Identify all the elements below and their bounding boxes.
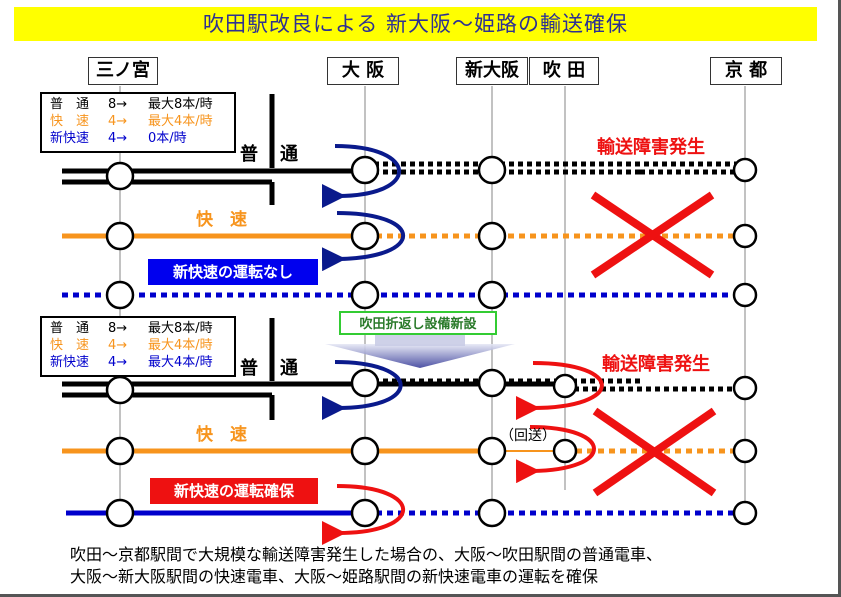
after-local-turnback-arrow-suita [515,361,604,421]
footer-description: 吹田～京都駅間で大規模な輸送障害発生した場合の、大阪～吹田駅間の普通電車、 大阪… [70,544,662,588]
before-legend-local: 普 通 8→ 最大8本/時 [50,96,234,113]
after-legend: 普 通 8→ 最大8本/時 快 速 4→ 最大4本/時 新快速 4→ 最大4本/時 [40,316,236,377]
station-kyoto: 京 都 [710,57,782,85]
after-section [62,318,758,546]
after-special-rapid-badge: 新快速の運転確保 [150,478,318,504]
before-local-label-1: 普 [240,144,258,165]
legend-name: 普 通 [50,97,90,112]
before-legend: 普 通 8→ 最大8本/時 快 速 4→ 最大4本/時 新快速 4→ 0本/時 [40,92,236,153]
before-rapid-label: 快 速 [196,210,247,230]
after-local-label-2: 通 [280,358,298,379]
after-rapid-label: 快 速 [196,425,247,445]
legend-to: 最大8本/時 [148,321,213,336]
legend-from: 4→ [108,114,128,129]
legend-name: 快 速 [50,114,90,129]
before-disruption-x-icon [590,191,715,279]
footer-line-2: 大阪～新大阪駅間の快速電車、大阪～姫路駅間の新快速電車の運転を確保 [70,567,599,586]
legend-to: 最大4本/時 [148,355,213,370]
station-shin-osaka: 新大阪 [456,57,528,85]
legend-name: 新快速 [50,131,90,146]
legend-from: 8→ [108,321,128,336]
improvement-arrow-icon [325,344,515,368]
after-disruption-x-icon [592,407,717,497]
station-sannomiya: 三ノ宮 [88,57,158,85]
after-station-circles [105,368,758,528]
legend-name: 新快速 [50,355,90,370]
legend-from: 4→ [108,131,128,146]
before-legend-rapid: 快 速 4→ 最大4本/時 [50,113,234,130]
legend-to: 最大8本/時 [148,97,213,112]
after-legend-special-rapid: 新快速 4→ 最大4本/時 [50,354,234,371]
after-local-turnback-arrow-osaka [321,360,403,421]
after-deadhead-label: （回送） [500,428,556,444]
slide-title: 吹田駅改良による 新大阪～姫路の輸送確保 [14,7,817,41]
legend-name: 普 通 [50,321,90,336]
before-station-circles [105,155,758,310]
before-local-label-2: 通 [280,144,298,165]
legend-to: 最大4本/時 [148,338,213,353]
after-special-rapid-turnback-arrow-osaka [321,484,405,546]
before-disruption-label: 輸送障害発生 [597,137,705,158]
station-suita: 吹 田 [529,57,599,85]
legend-to: 最大4本/時 [148,114,213,129]
after-legend-local: 普 通 8→ 最大8本/時 [50,320,234,337]
after-local-label-1: 普 [240,358,258,379]
legend-name: 快 速 [50,338,90,353]
after-disruption-label: 輸送障害発生 [602,354,710,375]
before-legend-special-rapid: 新快速 4→ 0本/時 [50,130,234,147]
improvement-label: 吹田折返し設備新設 [339,311,497,335]
improvement-arrow-stem [375,334,465,346]
legend-from: 8→ [108,97,128,112]
before-section [62,94,758,310]
after-rapid-turnback-arrow-suita [515,425,596,484]
after-legend-rapid: 快 速 4→ 最大4本/時 [50,337,234,354]
before-special-rapid-badge: 新快速の運転なし [148,259,318,285]
legend-to: 0本/時 [148,131,187,146]
before-rapid-turnback-arrow [321,211,405,272]
before-local-turnback-arrow [321,144,401,209]
legend-from: 4→ [108,355,128,370]
legend-from: 4→ [108,338,128,353]
footer-line-1: 吹田～京都駅間で大規模な輸送障害発生した場合の、大阪～吹田駅間の普通電車、 [70,545,663,564]
station-osaka: 大 阪 [327,57,399,85]
